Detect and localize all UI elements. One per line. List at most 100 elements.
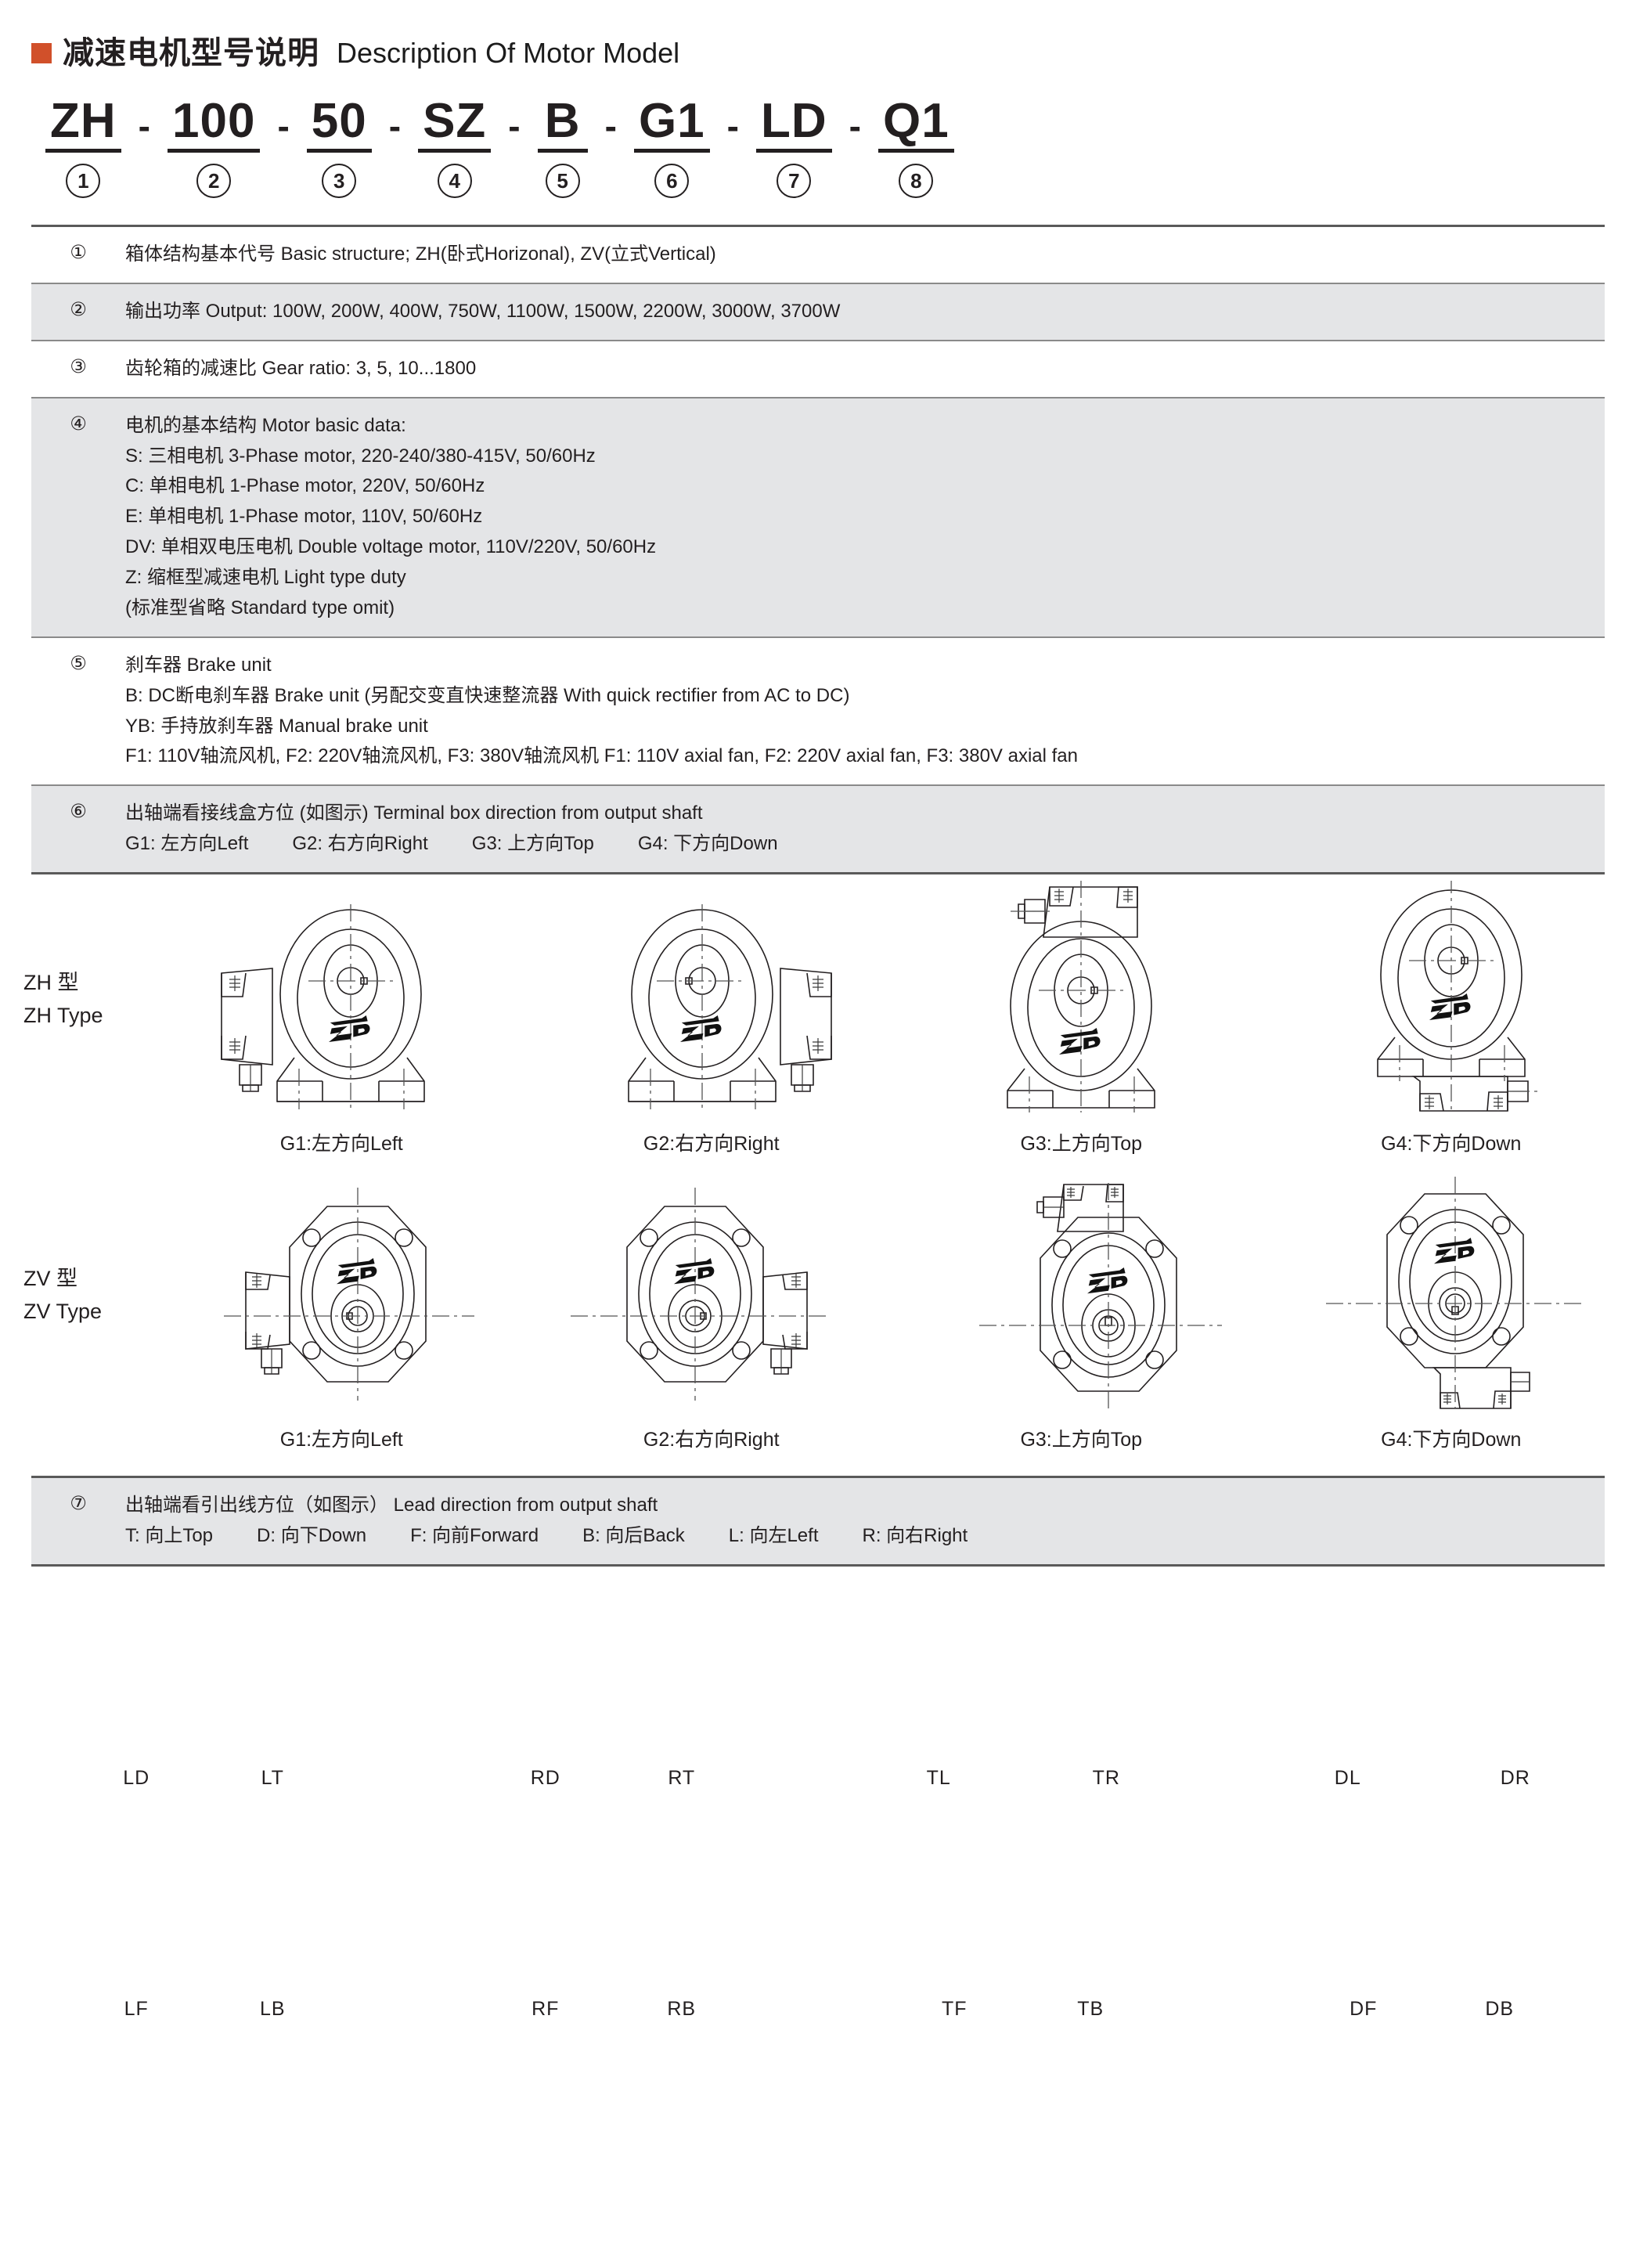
spec-table-row7: ⑦ 出轴端看引出线方位（如图示） Lead direction from out… (31, 1476, 1605, 1567)
page-title-en: Description Of Motor Model (337, 37, 680, 69)
spec-row-5-body: 刹车器 Brake unit B: DC断电刹车器 Brake unit (另配交… (125, 651, 1605, 773)
model-separator: - (726, 106, 739, 146)
spec-row-7-option-6: R: 向右Right (862, 1524, 968, 1546)
zv-g4-caption: G4:下方向Down (1381, 1429, 1522, 1451)
spec-row-3-body: 齿轮箱的减速比 Gear ratio: 3, 5, 10...1800 (125, 354, 1605, 384)
lead-drawing-db (1445, 1821, 1555, 1978)
model-segment-1: ZH 1 (45, 97, 121, 198)
lead-item-dr: DR (1445, 1590, 1586, 1790)
model-separator: - (508, 106, 521, 146)
spec-row-6-option-3: G3: 上方向Top (471, 833, 594, 855)
model-separator: - (604, 106, 617, 146)
lead-drawing-dl (1277, 1590, 1418, 1747)
diagram-zh-g4: G4:下方向Down (1267, 881, 1636, 1156)
spec-row-4-number: ④ (70, 413, 87, 434)
diagram-zh-g2: G2:右方向Right (527, 881, 897, 1156)
spec-row-7-option-1: T: 向上Top (125, 1524, 214, 1546)
spec-row-3-line-1: 齿轮箱的减速比 Gear ratio: 3, 5, 10...1800 (125, 357, 477, 379)
zv-type-label-cn: ZV 型 (23, 1267, 78, 1290)
lead-caption-tr: TR (1092, 1766, 1120, 1789)
spec-row-4-line-3: C: 单相电机 1-Phase motor, 220V, 50/60Hz (125, 475, 485, 497)
lead-item-lt: LT (218, 1590, 327, 1790)
zh-g1-drawing (221, 904, 426, 1109)
spec-row-6-line-1: 出轴端看接线盒方位 (如图示) Terminal box direction f… (125, 802, 703, 824)
lead-item-df: DF (1309, 1821, 1418, 2021)
spec-row-5-number: ⑤ (70, 652, 87, 674)
zv-g4-drawing (1325, 1177, 1584, 1409)
spec-row-6-number: ⑥ (70, 801, 87, 823)
model-index-6: 6 (654, 164, 690, 198)
lead-item-tr: TR (1036, 1590, 1177, 1790)
lead-caption-dl: DL (1334, 1766, 1361, 1789)
zv-g2-drawing (570, 1188, 829, 1401)
zh-g3-drawing (1007, 881, 1156, 1112)
zv-type-label-en: ZV Type (23, 1299, 103, 1323)
page-root: 减速电机型号说明 Description Of Motor Model ZH 1 -… (0, 0, 1636, 2021)
spec-row-5-line-2: B: DC断电刹车器 Brake unit (另配交变直快速整流器 With q… (125, 684, 850, 706)
spec-row-2-line-1: 输出功率 Output: 100W, 200W, 400W, 750W, 110… (125, 300, 841, 322)
lead-caption-rd: RD (530, 1766, 560, 1789)
lead-drawing-df (1309, 1821, 1418, 1978)
spec-row-5-line-1: 刹车器 Brake unit (125, 654, 272, 676)
model-index-1: 1 (66, 164, 101, 198)
zv-g1-drawing (224, 1188, 475, 1401)
model-index-4: 4 (437, 164, 472, 198)
lead-group-2: RD RT (409, 1590, 819, 1790)
lead-caption-lb: LB (259, 1997, 286, 2020)
spec-row-1-body: 箱体结构基本代号 Basic structure; ZH(卧式Horizonal… (125, 240, 1605, 270)
lead-drawing-rf (491, 1821, 600, 1978)
lead-drawing-lt (218, 1590, 327, 1747)
model-separator: - (849, 106, 861, 146)
diagram-zv-g2: G2:右方向Right (527, 1177, 897, 1452)
accent-square-icon (31, 43, 52, 63)
spec-row-4-line-1: 电机的基本结构 Motor basic data: (125, 414, 406, 436)
lead-caption-tl: TL (926, 1766, 951, 1789)
spec-row-5: ⑤ 刹车器 Brake unit B: DC断电刹车器 Brake unit (另配… (31, 638, 1605, 787)
lead-drawing-rb (627, 1821, 737, 1978)
lead-drawing-lb (218, 1821, 327, 1978)
lead-drawing-ld (81, 1590, 191, 1747)
spec-row-6-body: 出轴端看接线盒方位 (如图示) Terminal box direction f… (125, 799, 1605, 860)
model-code-1: ZH (45, 97, 121, 153)
spec-row-6-option-2: G2: 右方向Right (292, 833, 428, 855)
spec-row-2-number: ② (70, 298, 87, 320)
zh-type-label-en: ZH Type (23, 1003, 103, 1027)
spec-row-7-option-5: L: 向左Left (728, 1524, 819, 1546)
model-index-3: 3 (322, 164, 357, 198)
model-index-7: 7 (777, 164, 812, 198)
spec-row-6-option-1: G1: 左方向Left (125, 833, 249, 855)
model-separator: - (388, 106, 402, 146)
lead-drawing-rd (491, 1590, 600, 1747)
lead-item-tb: TB (1036, 1821, 1145, 2021)
zh-g1-caption: G1:左方向Left (279, 1133, 403, 1155)
model-code-4: SZ (418, 97, 492, 153)
model-segment-4: SZ 4 (418, 97, 492, 198)
lead-caption-tf: TF (941, 1997, 968, 2020)
page-header: 减速电机型号说明 Description Of Motor Model (0, 0, 1636, 69)
model-code-8: Q1 (877, 97, 954, 153)
lead-caption-df: DF (1350, 1997, 1378, 2020)
zv-g1-caption: G1:左方向Left (279, 1429, 403, 1451)
model-code-5: B (537, 97, 588, 153)
lead-item-rt: RT (627, 1590, 737, 1790)
zv-type-label: ZV 型 ZV Type (0, 1177, 157, 1329)
spec-row-2: ② 输出功率 Output: 100W, 200W, 400W, 750W, 11… (31, 283, 1605, 341)
zh-g2-drawing (627, 904, 832, 1109)
spec-row-7-line: 出轴端看引出线方位（如图示） Lead direction from outpu… (125, 1495, 658, 1516)
lead-item-ld: LD (81, 1590, 191, 1790)
lead-caption-ld: LD (123, 1766, 150, 1789)
lead-item-rd: RD (491, 1590, 600, 1790)
spec-row-4-line-7: (标准型省略 Standard type omit) (125, 597, 395, 618)
diagram-zh-g1: G1:左方向Left (157, 881, 527, 1156)
model-index-8: 8 (899, 164, 934, 198)
lead-group-3: TL TR (818, 1590, 1227, 1790)
zh-g2-caption: G2:右方向Right (643, 1133, 780, 1155)
zh-type-label: ZH 型 ZH Type (0, 881, 157, 1033)
zv-g2-caption: G2:右方向Right (643, 1429, 780, 1451)
